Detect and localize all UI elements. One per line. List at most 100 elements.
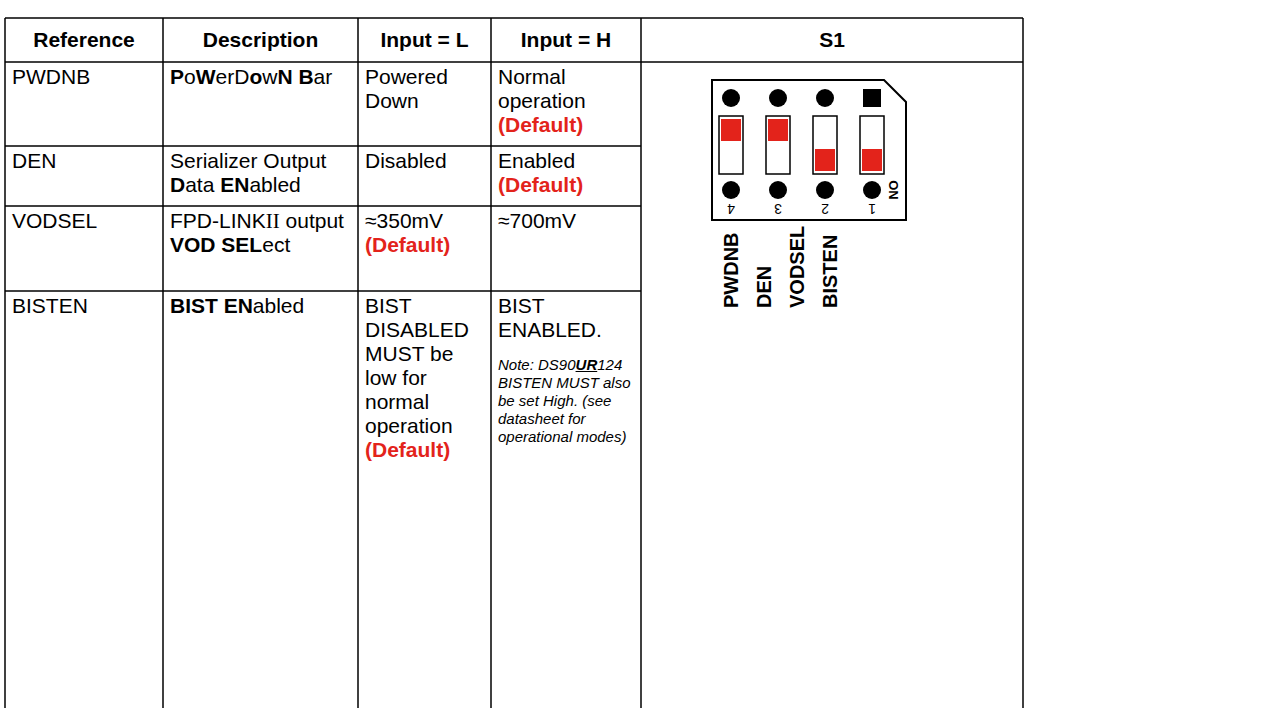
table-cell: ≈700mV (491, 206, 641, 291)
table-cell-text: DEN (12, 149, 156, 173)
table-cell-text: ≈350mV (Default) (365, 209, 484, 257)
table-cell: PoWerDowN Bar (163, 62, 358, 146)
text-run: o (249, 65, 262, 88)
pin-dot (769, 181, 787, 199)
table-cell: VODSEL (5, 206, 163, 291)
text-run: w (262, 65, 277, 88)
column-heading: Input = L (380, 28, 468, 52)
text-run: Description (203, 28, 319, 51)
table-cell-text: BISTEN (12, 294, 156, 318)
pin-dot (722, 89, 740, 107)
text-run: Input = L (380, 28, 468, 51)
text-run (293, 65, 299, 88)
switch-slot (813, 116, 837, 174)
table-rule (490, 18, 492, 708)
table-cell-text: BIST ENABLED. (498, 294, 634, 342)
text-run: Note: DS90 (498, 356, 576, 373)
text-run: o (184, 65, 196, 88)
pin-dot (769, 89, 787, 107)
table-cell: Serializer Output Data ENabled (163, 146, 358, 206)
text-run: W (196, 65, 216, 88)
signal-name: DEN (752, 266, 776, 308)
table-cell-text: Normal operation (Default) (498, 65, 634, 137)
text-run: EN (220, 173, 249, 196)
header-cell: Input = L (358, 18, 491, 62)
switch-slot (766, 116, 790, 174)
text-run: Disabled (365, 149, 447, 172)
text-run: (Default) (365, 438, 450, 461)
table-cell: Disabled (358, 146, 491, 206)
table-rule (1022, 18, 1024, 708)
text-run: FPD-LINK (170, 209, 266, 232)
header-cell: Input = H (491, 18, 641, 62)
table-cell-text: PWDNB (12, 65, 156, 89)
text-run: PWDNB (12, 65, 90, 88)
header-cell: S1 (641, 18, 1023, 62)
table-rule (5, 145, 641, 147)
table-cell-text: PoWerDowN Bar (170, 65, 351, 89)
text-run (216, 233, 222, 256)
text-run: VOD (170, 233, 216, 256)
table-rule (5, 17, 1023, 19)
text-run: ar (314, 65, 333, 88)
table-cell: FPD-LINKII output VOD SELect (163, 206, 358, 291)
table-cell: BIST ENABLED.Note: DS90UR124 BISTEN MUST… (491, 291, 641, 708)
table-cell: Normal operation (Default) (491, 62, 641, 146)
text-run: BIST DISABLED MUST be low for normal ope… (365, 294, 469, 437)
pin-number: 4 (727, 201, 735, 217)
table-cell: BIST DISABLED MUST be low for normal ope… (358, 291, 491, 708)
table-cell: ≈350mV (Default) (358, 206, 491, 291)
text-run: D (170, 173, 185, 196)
switch-lever (815, 149, 835, 171)
text-run: Enabled (498, 149, 575, 172)
text-run: BIST ENABLED. (498, 294, 602, 341)
text-run: BIST EN (170, 294, 253, 317)
signal-name: BISTEN (818, 235, 842, 308)
header-cell: Description (163, 18, 358, 62)
pin-dot (816, 89, 834, 107)
text-run: Normal operation (498, 65, 586, 112)
table-cell: DEN (5, 146, 163, 206)
table-cell-text: BIST ENabled (170, 294, 351, 318)
pin-dot (816, 181, 834, 199)
text-run: output (280, 209, 344, 232)
text-run: VODSEL (12, 209, 97, 232)
pin-number: 3 (774, 201, 782, 217)
text-run: (Default) (365, 233, 450, 256)
switch-lever (862, 149, 882, 171)
table-cell: Enabled (Default) (491, 146, 641, 206)
text-run: DEN (12, 149, 56, 172)
table-rule (162, 18, 164, 708)
table-cell: BIST ENabled (163, 291, 358, 708)
pin-dot (722, 181, 740, 199)
text-run: UR (576, 356, 598, 373)
text-run: Input = H (521, 28, 611, 51)
switch-housing (712, 80, 906, 220)
text-run: ≈700mV (498, 209, 576, 232)
header-cell: Reference (5, 18, 163, 62)
text-run: abled (253, 294, 304, 317)
column-heading: Description (203, 28, 319, 52)
table-cell-text: FPD-LINKII output VOD SELect (170, 209, 351, 257)
text-run: ≈350mV (365, 209, 443, 232)
signal-name: VODSEL (785, 226, 809, 308)
signal-name: PWDNB (719, 232, 743, 308)
switch-lever (768, 119, 788, 141)
text-run: BISTEN (12, 294, 88, 317)
table-cell-text: BIST DISABLED MUST be low for normal ope… (365, 294, 484, 462)
pin-one-square (863, 89, 881, 107)
text-run: SEL (221, 233, 262, 256)
text-run: ata (185, 173, 220, 196)
text-run: ect (262, 233, 290, 256)
text-run: (Default) (498, 173, 583, 196)
text-run: Reference (33, 28, 135, 51)
pin-number: 1 (868, 201, 876, 217)
text-run: B (298, 65, 313, 88)
text-run: erD (216, 65, 250, 88)
switch-lever (721, 119, 741, 141)
text-run: II (266, 209, 280, 233)
switch-slot (719, 116, 743, 174)
table-cell: BISTEN (5, 291, 163, 708)
table-cell-text: Disabled (365, 149, 484, 173)
table-cell: PWDNB (5, 62, 163, 146)
